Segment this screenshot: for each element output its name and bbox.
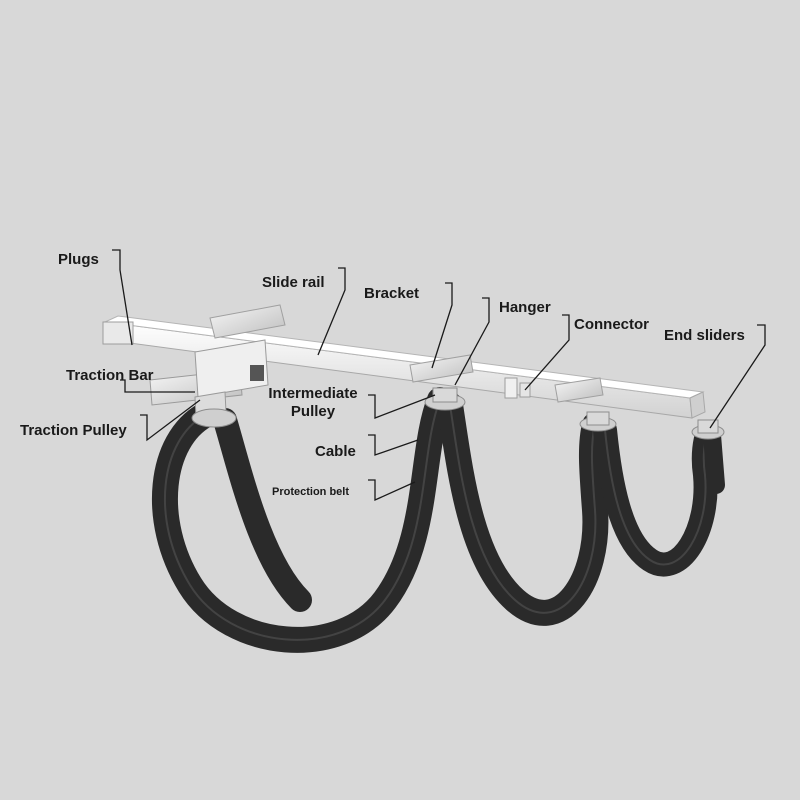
traction-bar-assembly — [149, 339, 269, 418]
leader-traction-bar — [120, 379, 195, 393]
leader-plugs — [112, 249, 133, 346]
cable-loops — [152, 387, 725, 653]
traction-pulley-shape — [191, 408, 237, 428]
label-traction-pulley: Traction Pulley — [20, 422, 127, 439]
label-connector: Connector — [574, 316, 649, 333]
label-traction-bar: Traction Bar — [66, 367, 154, 384]
label-protection-belt: Protection belt — [272, 486, 350, 498]
label-bracket: Bracket — [364, 285, 420, 302]
label-plugs: Plugs — [58, 251, 99, 268]
leader-hanger — [454, 297, 490, 386]
label-cable: Cable — [315, 443, 356, 460]
leader-traction-pulley — [140, 399, 201, 442]
label-slide-rail: Slide rail — [262, 274, 325, 291]
leader-bracket — [431, 282, 453, 369]
label-intermediate-pulley: Intermediate Pulley — [268, 385, 358, 420]
leader-intermediate-pulley — [368, 394, 436, 419]
leader-cable — [368, 434, 419, 456]
leader-protection-belt — [368, 479, 416, 502]
cable-loop-2 — [437, 392, 609, 626]
leader-end-sliders — [709, 324, 766, 429]
leader-slide-rail — [317, 267, 346, 356]
leader-connector — [524, 314, 570, 391]
leader-lines — [112, 249, 766, 502]
label-hanger: Hanger — [499, 299, 551, 316]
plug-cap — [102, 321, 134, 345]
label-end-sliders: End sliders — [664, 327, 745, 344]
brackets — [209, 304, 604, 403]
pulleys — [191, 387, 725, 440]
cable-end — [703, 426, 725, 494]
